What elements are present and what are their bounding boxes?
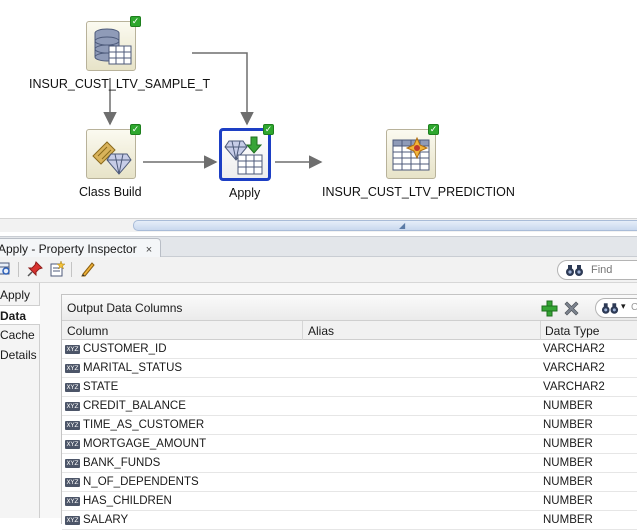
varchar-type-icon: XYZ: [65, 478, 80, 487]
varchar-type-icon: XYZ: [65, 402, 80, 411]
inspector-side-tabs: Apply Data Cache Details: [0, 283, 41, 518]
tab-title: Apply - Property Inspector: [0, 242, 137, 256]
column-header-column[interactable]: Column: [67, 324, 109, 338]
varchar-type-icon: XYZ: [65, 383, 80, 392]
find-input[interactable]: [591, 263, 637, 277]
cell-column-name: TIME_AS_CUSTOMER: [83, 419, 205, 431]
status-check-icon: ✓: [428, 124, 439, 135]
cell-column-name: STATE: [83, 381, 119, 393]
cell-column-name: MORTGAGE_AMOUNT: [83, 438, 207, 450]
side-tab-cache[interactable]: Cache: [0, 328, 35, 342]
toolbar-divider: [71, 262, 72, 277]
cell-data-type: NUMBER: [543, 476, 593, 488]
scrollbar-thumb[interactable]: ◢: [133, 220, 637, 231]
cell-data-type: NUMBER: [543, 514, 593, 526]
node-label: INSUR_CUST_LTV_SAMPLE_T: [29, 77, 211, 91]
status-check-icon: ✓: [263, 124, 274, 135]
side-tab-data[interactable]: Data: [0, 305, 41, 325]
scrollbar-grip-icon: ◢: [399, 221, 406, 230]
cell-data-type: NUMBER: [543, 457, 593, 469]
delete-column-icon[interactable]: [563, 300, 580, 317]
varchar-type-icon: XYZ: [65, 440, 80, 449]
status-check-icon: ✓: [130, 16, 141, 27]
inspector-tab-bar: Apply - Property Inspector ×: [0, 236, 637, 258]
varchar-type-icon: XYZ: [65, 459, 80, 468]
status-check-icon: ✓: [130, 124, 141, 135]
side-tab-apply[interactable]: Apply: [0, 288, 31, 302]
sync-selection-icon[interactable]: [0, 261, 12, 277]
workflow-canvas[interactable]: ✓ INSUR_CUST_LTV_SAMPLE_T ✓ Class Build: [0, 0, 637, 218]
new-properties-icon[interactable]: [49, 261, 65, 277]
inspector-toolbar: [0, 257, 637, 283]
workflow-connections: [103, 52, 323, 169]
canvas-horizontal-scrollbar[interactable]: ◢: [0, 218, 637, 232]
classification-build-icon: [86, 129, 136, 179]
side-tab-details[interactable]: Details: [0, 348, 37, 362]
cell-data-type: VARCHAR2: [543, 343, 605, 355]
binoculars-icon: [566, 265, 583, 276]
cell-data-type: NUMBER: [543, 419, 593, 431]
panel-header: Output Data Columns ▾ C: [62, 295, 637, 321]
varchar-type-icon: XYZ: [65, 364, 80, 373]
tab-property-inspector[interactable]: Apply - Property Inspector ×: [0, 238, 162, 258]
cell-column-name: MARITAL_STATUS: [83, 362, 183, 374]
node-label: INSUR_CUST_LTV_PREDICTION: [322, 185, 515, 199]
cell-column-name: CUSTOMER_ID: [83, 343, 167, 355]
column-header-data-type[interactable]: Data Type: [545, 324, 600, 338]
chevron-down-icon: ▾: [621, 301, 626, 311]
node-label: Class Build: [79, 185, 142, 199]
toolbar-divider: [18, 262, 19, 277]
column-header-alias[interactable]: Alias: [308, 324, 335, 338]
cell-column-name: SALARY: [83, 514, 129, 526]
varchar-type-icon: XYZ: [65, 421, 80, 430]
node-label: Apply: [229, 186, 261, 200]
panel-title: Output Data Columns: [67, 301, 183, 315]
varchar-type-icon: XYZ: [65, 345, 80, 354]
link-sample-to-apply: [192, 52, 254, 126]
cell-column-name: BANK_FUNDS: [83, 457, 161, 469]
varchar-type-icon: XYZ: [65, 516, 80, 525]
cell-column-name: HAS_CHILDREN: [83, 495, 172, 507]
output-data-columns-panel: Output Data Columns ▾ C: [61, 294, 637, 530]
apply-model-icon: [219, 128, 271, 181]
cell-data-type: NUMBER: [543, 438, 593, 450]
cell-column-name: CREDIT_BALANCE: [83, 400, 186, 412]
inspector-content: Output Data Columns ▾ C: [40, 283, 637, 530]
varchar-type-icon: XYZ: [65, 497, 80, 506]
binoculars-icon: [601, 303, 619, 314]
edit-pencil-icon[interactable]: [80, 261, 96, 277]
table-header-row: Column Alias Data Type: [62, 321, 637, 340]
find-search-box[interactable]: [557, 260, 637, 280]
cell-column-name: N_OF_DEPENDENTS: [83, 476, 199, 488]
column-filter-dropdown[interactable]: ▾ C: [595, 298, 637, 318]
filter-text: C: [631, 302, 637, 313]
database-table-icon: [86, 21, 136, 71]
cell-data-type: VARCHAR2: [543, 362, 605, 374]
output-table-icon: [386, 129, 436, 179]
cell-data-type: NUMBER: [543, 495, 593, 507]
pin-icon[interactable]: [27, 261, 43, 277]
add-column-icon[interactable]: [541, 300, 558, 317]
cell-data-type: VARCHAR2: [543, 381, 605, 393]
cell-data-type: NUMBER: [543, 400, 593, 412]
close-icon[interactable]: ×: [145, 244, 153, 256]
